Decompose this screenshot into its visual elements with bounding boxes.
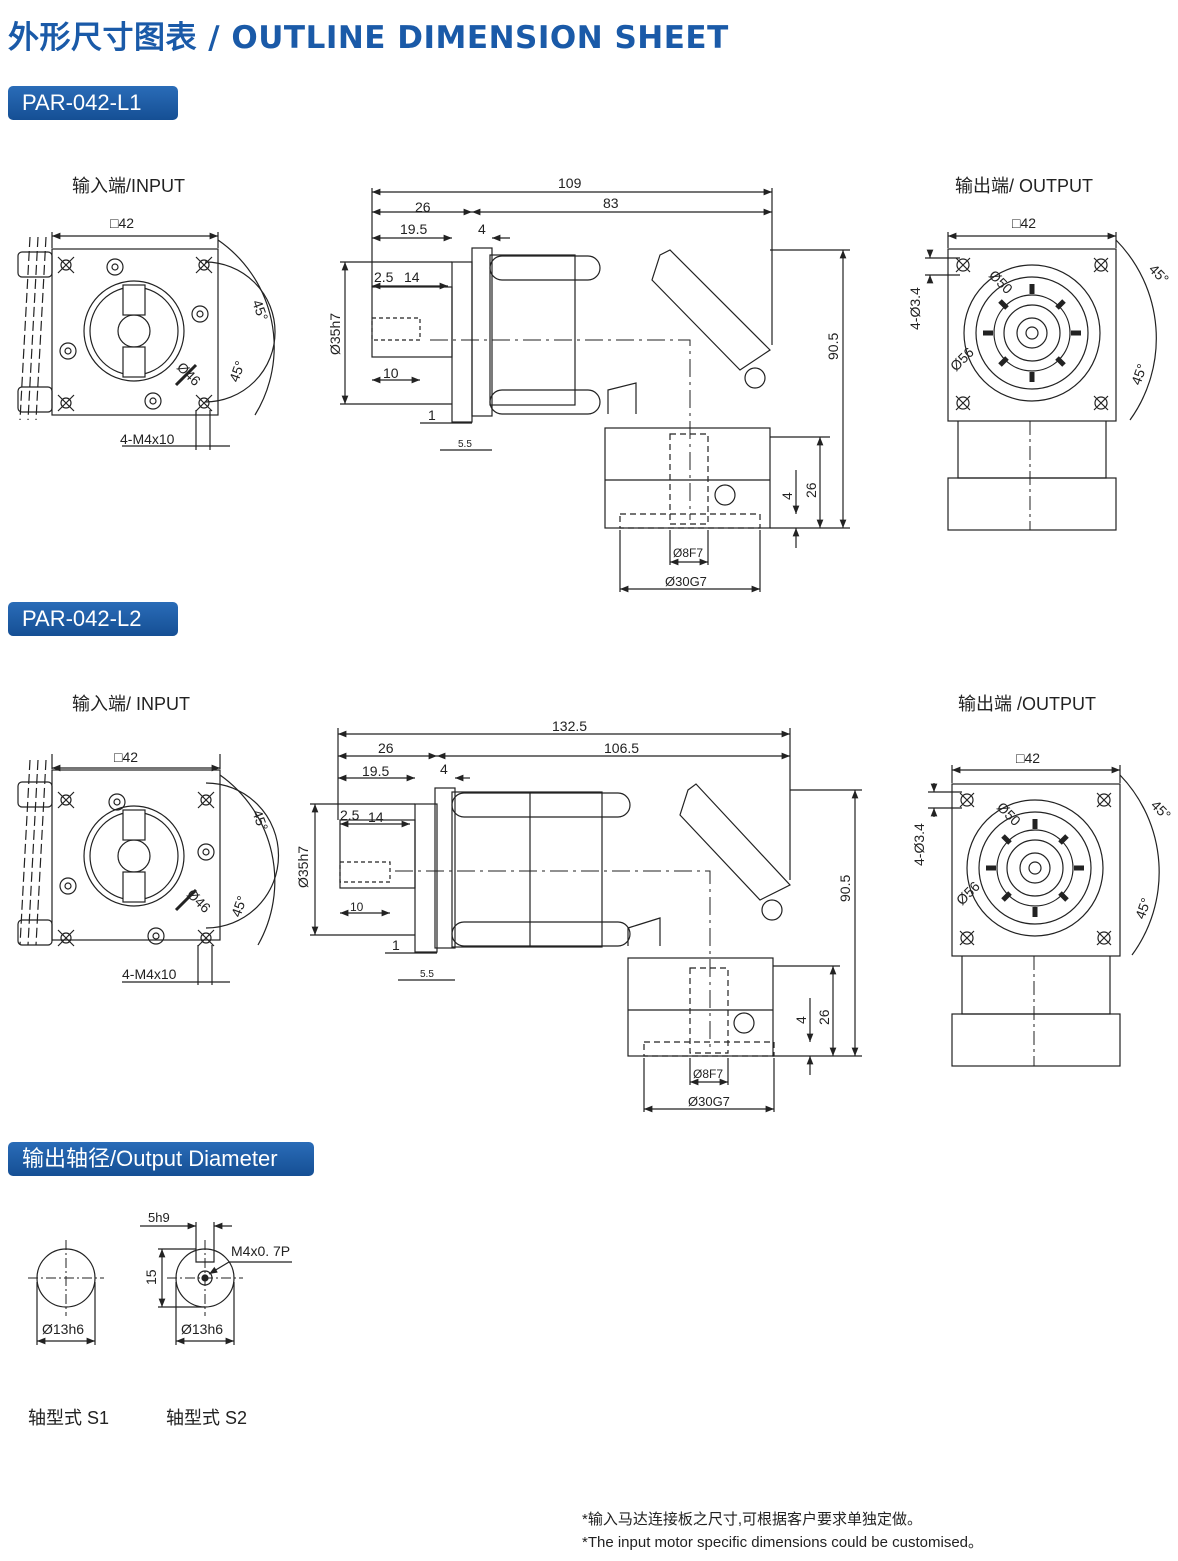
- l1-flange-out-text: □42: [1012, 215, 1036, 231]
- l1-angle-in-bottom: 45°: [226, 359, 248, 384]
- l1-pcd-out-outer: Ø56: [947, 344, 977, 374]
- shaft-key-width: 5h9: [148, 1210, 170, 1225]
- l1-len-in: 26: [415, 199, 431, 215]
- l2-input-flange-view: [17, 754, 280, 985]
- shaft-s1-drawing: [28, 1240, 104, 1345]
- l2-pcd-in-text: Ø46: [184, 886, 214, 916]
- shaft-s2-dia: Ø13h6: [181, 1321, 223, 1337]
- l1-angle-in-top: 45°: [249, 298, 271, 323]
- l2-len-19: 19.5: [362, 763, 389, 779]
- model-tag-l1: PAR-042-L1: [8, 86, 178, 120]
- l2-angle-out-bottom: 45°: [1132, 896, 1154, 921]
- l2-len-1: 1: [392, 937, 400, 953]
- l2-len-total: 132.5: [552, 718, 587, 734]
- note-en: *The input motor specific dimensions cou…: [582, 1534, 984, 1551]
- l2-angle-out-top: 45°: [1148, 797, 1174, 823]
- l2-holes-out: 4-Ø3.4: [911, 823, 927, 866]
- shaft-s2-drawing: [140, 1222, 292, 1345]
- l2-input-label: 输入端/ INPUT: [72, 694, 191, 714]
- l1-len-total: 109: [558, 175, 582, 191]
- l2-bore: Ø35h7: [295, 846, 311, 888]
- l1-len-55: 5.5: [458, 439, 472, 450]
- l2-len-4: 4: [440, 761, 448, 777]
- l2-output-view: [928, 765, 1160, 1067]
- l1-pcd-out-inner: Ø50: [986, 267, 1016, 297]
- l1-len-4: 4: [478, 221, 486, 237]
- l2-flange-in-text: □42: [114, 749, 138, 765]
- l1-input-label: 输入端/INPUT: [72, 176, 186, 196]
- l2-flange-out-text: □42: [1016, 750, 1040, 766]
- shaft-key-height: 15: [143, 1269, 159, 1285]
- l2-h26: 26: [816, 1009, 832, 1025]
- l2-height: 90.5: [837, 875, 853, 902]
- l1-side-view: [340, 188, 850, 593]
- l1-h4: 4: [779, 492, 795, 500]
- l1-len-out: 83: [603, 195, 619, 211]
- l2-len-14: 14: [368, 809, 384, 825]
- shaft-s1-label: 轴型式 S1: [28, 1408, 110, 1428]
- l1-len-10: 10: [383, 365, 399, 381]
- l1-bore: Ø35h7: [327, 313, 343, 355]
- l1-pilot: Ø30G7: [665, 574, 707, 589]
- l2-len-10: 10: [350, 900, 364, 914]
- shaft-s1-dia: Ø13h6: [42, 1321, 84, 1337]
- shaft-s2-label: 轴型式 S2: [166, 1408, 248, 1428]
- note-cn: *输入马达连接板之尺寸,可根据客户要求单独定做。: [582, 1511, 923, 1528]
- l2-pcd-out-inner: Ø50: [994, 799, 1024, 829]
- l2-len-25: 2.5: [340, 807, 360, 823]
- l1-output-view: [925, 232, 1157, 531]
- l1-screws-text: 4-M4x10: [120, 431, 175, 447]
- l1-holes-out: 4-Ø3.4: [907, 287, 923, 330]
- l1-input-flange-view: [17, 232, 276, 450]
- l1-angle-out-bottom: 45°: [1128, 362, 1150, 387]
- l1-output-label: 输出端/ OUTPUT: [955, 176, 1093, 196]
- l2-angle-in-bottom: 45°: [228, 894, 250, 919]
- l1-flange-in-text: □42: [110, 215, 134, 231]
- l2-pilot: Ø30G7: [688, 1094, 730, 1109]
- l1-shaft-bore: Ø8F7: [673, 546, 703, 560]
- l2-len-in: 26: [378, 740, 394, 756]
- model-tag-l2: PAR-042-L2: [8, 602, 178, 636]
- sheet-title: 外形尺寸图表 / OUTLINE DIMENSION SHEET: [8, 20, 729, 56]
- l2-angle-in-top: 45°: [249, 808, 271, 833]
- output-diameter-tag: 输出轴径/Output Diameter: [8, 1142, 314, 1176]
- l2-screws-text: 4-M4x10: [122, 966, 177, 982]
- l2-h4: 4: [793, 1016, 809, 1024]
- l1-angle-out-top: 45°: [1146, 261, 1172, 287]
- l1-len-14: 14: [404, 269, 420, 285]
- l2-len-55: 5.5: [420, 969, 434, 980]
- l2-output-label: 输出端 /OUTPUT: [958, 694, 1096, 714]
- l1-len-25: 2.5: [374, 269, 394, 285]
- l2-len-out: 106.5: [604, 740, 639, 756]
- l1-h26: 26: [803, 482, 819, 498]
- l2-side-view: [310, 728, 862, 1113]
- l2-pcd-out-outer: Ø56: [953, 878, 983, 908]
- l1-len-19: 19.5: [400, 221, 427, 237]
- l1-height: 90.5: [825, 333, 841, 360]
- l1-len-1: 1: [428, 407, 436, 423]
- shaft-thread: M4x0. 7P: [231, 1243, 290, 1259]
- l2-shaft-bore: Ø8F7: [693, 1067, 723, 1081]
